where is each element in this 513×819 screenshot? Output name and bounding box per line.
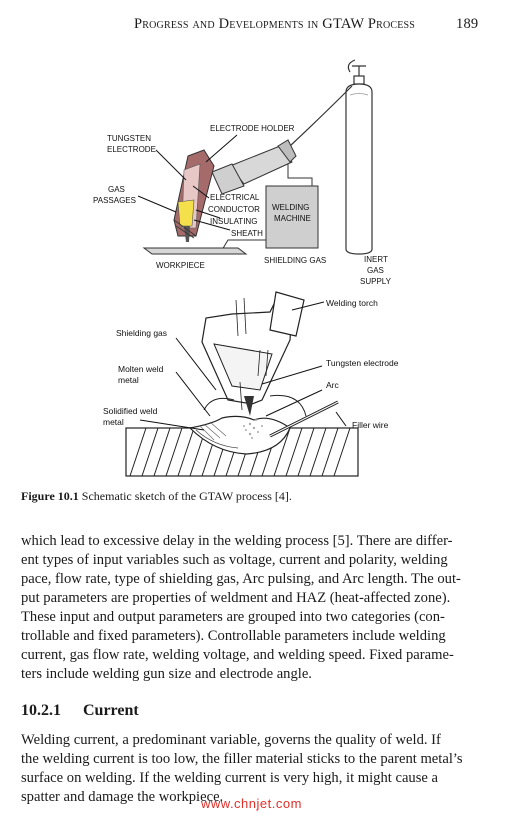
- weld-pool: [188, 415, 291, 455]
- label-elec-4: SHEATH: [231, 229, 263, 238]
- label-shielding-gas: SHIELDING GAS: [264, 256, 326, 265]
- label-filler-wire: Filler wire: [352, 420, 389, 430]
- section-heading: 10.2.1 Current: [21, 702, 139, 720]
- label-elec-3: INSULATING: [210, 217, 257, 226]
- workpiece-plate: [142, 247, 248, 255]
- arc-glow: [243, 419, 263, 439]
- paragraph-current: Welding current, a predominant variable,…: [21, 731, 478, 807]
- leader-lines: [137, 134, 238, 231]
- label-inert-1: INERT: [364, 255, 388, 264]
- label-solidified-2: metal: [103, 417, 124, 427]
- section-number: 10.2.1: [21, 702, 61, 719]
- section-title: Current: [83, 702, 139, 719]
- header-title: Progress and Developments in GTAW Proces…: [134, 16, 416, 32]
- torch-body: [173, 149, 215, 242]
- caption-label: Figure 10.1: [21, 489, 79, 503]
- label-gas-2: PASSAGES: [93, 196, 136, 205]
- gtaw-setup-diagram: TUNGSTEN ELECTRODE ELECTRODE HOLDER GAS …: [93, 59, 392, 286]
- watermark-link[interactable]: www.chnjet.com: [201, 796, 302, 811]
- label-molten-2: metal: [118, 375, 139, 385]
- label-elec-2: CONDUCTOR: [208, 205, 260, 214]
- text-line: ters include welding gun size and electr…: [21, 666, 312, 682]
- label-machine-1: WELDING: [272, 203, 309, 212]
- tungsten-electrode: [244, 396, 254, 416]
- label-inert-3: SUPPLY: [360, 277, 392, 286]
- label-gas-1: GAS: [108, 185, 125, 194]
- text-line: These input and output parameters are gr…: [21, 609, 445, 625]
- label-arc: Arc: [326, 380, 340, 390]
- figure-caption: Figure 10.1 Schematic sketch of the GTAW…: [21, 489, 292, 504]
- running-header: Progress and Developments in GTAW Proces…: [134, 16, 478, 33]
- gtaw-closeup-diagram: Welding torch Shielding gas Tungsten ele…: [103, 291, 399, 477]
- text-line: Welding current, a predominant variable,…: [21, 732, 441, 748]
- text-line: pace, flow rate, type of shielding gas, …: [21, 571, 461, 587]
- label-electrode-holder: ELECTRODE HOLDER: [210, 124, 295, 133]
- text-line: current, gas flow rate, welding voltage,…: [21, 647, 454, 663]
- text-line: the welding current is too low, the fill…: [21, 751, 463, 767]
- label-solidified-1: Solidified weld: [103, 406, 158, 416]
- welding-machine: [265, 185, 319, 249]
- page-number: 189: [456, 16, 479, 32]
- gas-hose: [289, 85, 353, 147]
- label-tungsten-2: ELECTRODE: [107, 145, 156, 154]
- label-workpiece: WORKPIECE: [156, 261, 205, 270]
- text-line: trollable and fixed parameters). Control…: [21, 628, 446, 644]
- paragraph-variables: which lead to excessive delay in the wel…: [21, 532, 478, 684]
- label-machine-2: MACHINE: [274, 214, 311, 223]
- label-tungsten-electrode: Tungsten electrode: [326, 358, 399, 368]
- text-line: which lead to excessive delay in the wel…: [21, 533, 453, 549]
- gtaw-figure: TUNGSTEN ELECTRODE ELECTRODE HOLDER GAS …: [93, 59, 399, 477]
- label-molten-1: Molten weld: [118, 364, 164, 374]
- label-inert-2: GAS: [367, 266, 384, 275]
- label-tungsten-1: TUNGSTEN: [107, 134, 151, 143]
- text-line: put parameters are properties of weldmen…: [21, 590, 451, 606]
- closeup-leader-lines: [139, 301, 347, 431]
- electrode-holder: [211, 139, 297, 195]
- text-line: surface on welding. If the welding curre…: [21, 770, 439, 786]
- label-shielding-gas-closeup: Shielding gas: [116, 328, 167, 338]
- caption-text: Schematic sketch of the GTAW process [4]…: [81, 489, 292, 503]
- label-elec-1: ELECTRICAL: [210, 193, 260, 202]
- label-welding-torch: Welding torch: [326, 298, 378, 308]
- gas-cylinder: [345, 59, 373, 255]
- text-line: spatter and damage the workpiece.: [21, 789, 224, 805]
- text-line: ent types of input variables such as vol…: [21, 552, 448, 568]
